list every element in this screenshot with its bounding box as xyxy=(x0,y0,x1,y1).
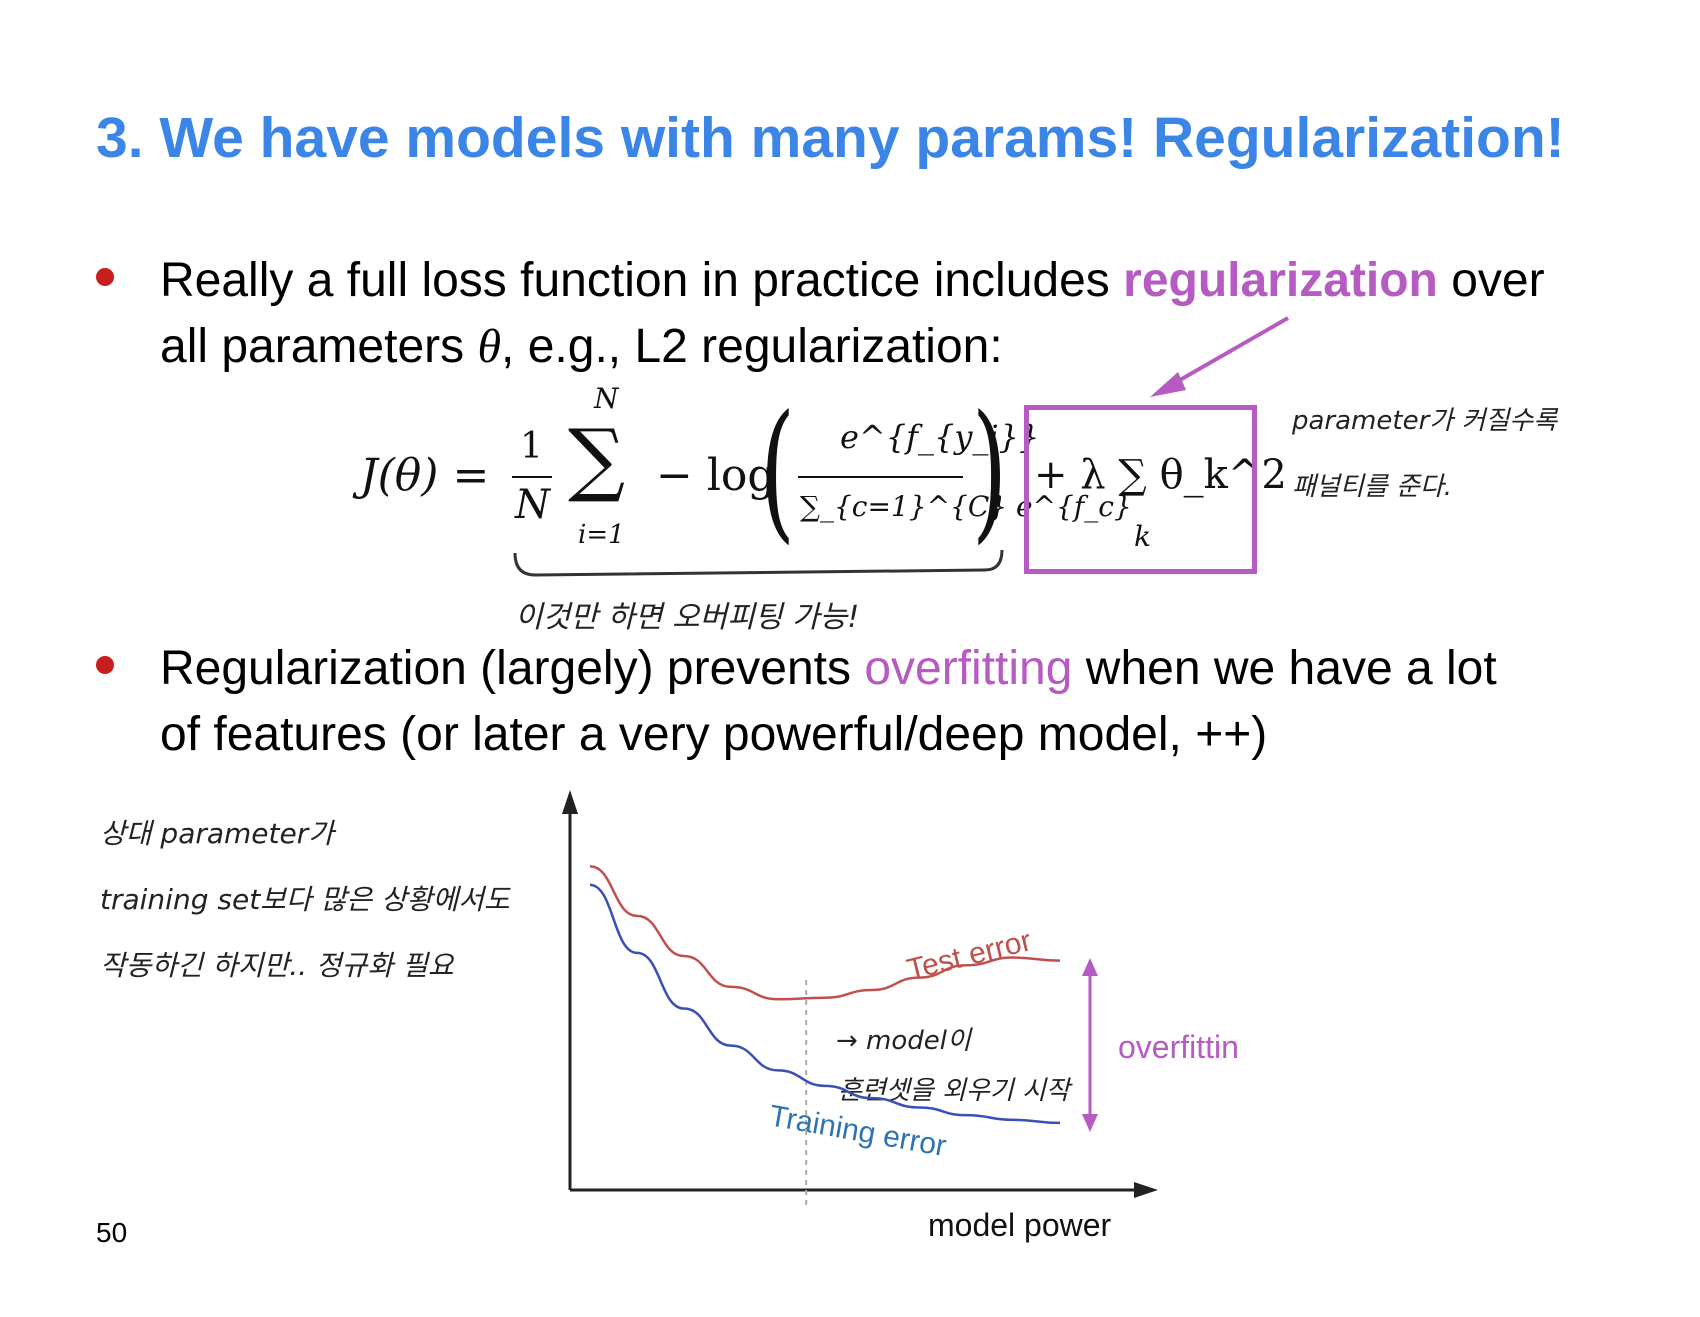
formula-lhs: J(θ) = xyxy=(360,450,490,501)
x-axis-arrowhead xyxy=(1134,1182,1158,1198)
handwritten-left-note-2: training set보다 많은 상황에서도 xyxy=(100,883,510,916)
slide-title: 3. We have models with many params! Regu… xyxy=(96,106,1565,170)
handwritten-brace xyxy=(513,549,1004,577)
formula-sum-lower: i=1 xyxy=(578,520,625,550)
bullet-text: Regularization (largely) prevents overfi… xyxy=(160,636,1616,768)
handwritten-right-note-1: parameter가 커질수록 xyxy=(1292,406,1558,436)
x-axis-label: model power xyxy=(928,1207,1112,1243)
formula-reg-term: + λ ∑ θ_k^2 xyxy=(1034,452,1287,498)
formula-inner-bar xyxy=(798,476,963,478)
bullet-line-2: of features (or later a very powerful/de… xyxy=(160,708,1268,761)
formula-frac-bar xyxy=(512,476,552,478)
formula-minus-log: − log xyxy=(656,450,776,501)
formula-sum-upper: N xyxy=(594,382,619,415)
bullet-text: Really a full loss function in practice … xyxy=(160,248,1616,380)
series-line-test-error xyxy=(589,865,1061,1001)
handwritten-right-note-2: 패널티를 준다. xyxy=(1292,472,1453,502)
handwritten-under-brace: 이것만 하면 오버피팅 가능! xyxy=(515,600,860,635)
bullet-dot xyxy=(96,656,114,674)
handwritten-chart-note-1: → model이 xyxy=(836,1026,971,1056)
y-axis-arrowhead xyxy=(562,790,578,814)
bullet-line-1: Really a full loss function in practice … xyxy=(160,254,1545,307)
series-layer xyxy=(589,865,1061,1125)
loss-formula: J(θ) = 1 N N ∑ i=1 − log ( e^{f_{y_i}} ∑… xyxy=(360,382,1287,590)
page-number: 50 xyxy=(96,1217,128,1248)
bullet-regularization: Really a full loss function in practice … xyxy=(96,248,1616,388)
overfitting-arrow-head-down xyxy=(1082,1114,1098,1132)
formula-paren-right: ) xyxy=(972,384,1008,558)
formula-inner-den: ∑_{c=1}^{C} e^{f_c} xyxy=(800,490,1132,523)
overfitting-label: overfitting xyxy=(1118,1029,1240,1065)
highlight-overfitting: overfitting xyxy=(864,642,1073,695)
handwritten-left-note-1: 상대 parameter가 xyxy=(100,817,335,850)
regularization-term-box xyxy=(1024,405,1257,574)
pointer-arrow-shaft xyxy=(1165,316,1289,390)
formula-sum-sign: ∑ xyxy=(568,412,626,505)
bullet-dot xyxy=(96,268,114,286)
overfitting-arrow-head-up xyxy=(1082,958,1098,976)
formula-inner-num: e^{f_{y_i}} xyxy=(840,418,1040,456)
pointer-arrow-head xyxy=(1150,372,1186,397)
bullet-line-1: Regularization (largely) prevents overfi… xyxy=(160,642,1497,695)
error-vs-model-power-chart: Test error Training error overfitting mo… xyxy=(562,790,1240,1243)
handwritten-left-note-3: 작동하긴 하지만.. 정규화 필요 xyxy=(100,949,454,982)
bullet-overfitting: Regularization (largely) prevents overfi… xyxy=(96,636,1616,776)
formula-paren-left: ( xyxy=(760,384,796,558)
formula-reg-sum-lower: k xyxy=(1134,520,1151,553)
series-label-training-error: Training error xyxy=(767,1099,949,1163)
theta-symbol: θ xyxy=(477,320,502,373)
series-label-test-error: Test error xyxy=(904,924,1035,987)
bullet-line-2: all parameters θ, e.g., L2 regularizatio… xyxy=(160,320,1003,373)
formula-frac-den: N xyxy=(515,482,550,528)
highlight-regularization: regularization xyxy=(1123,254,1438,307)
handwritten-chart-note-2: 훈련셋을 외우기 시작 xyxy=(838,1076,1070,1106)
formula-frac-num: 1 xyxy=(520,426,543,467)
series-line-training-error xyxy=(589,883,1061,1125)
